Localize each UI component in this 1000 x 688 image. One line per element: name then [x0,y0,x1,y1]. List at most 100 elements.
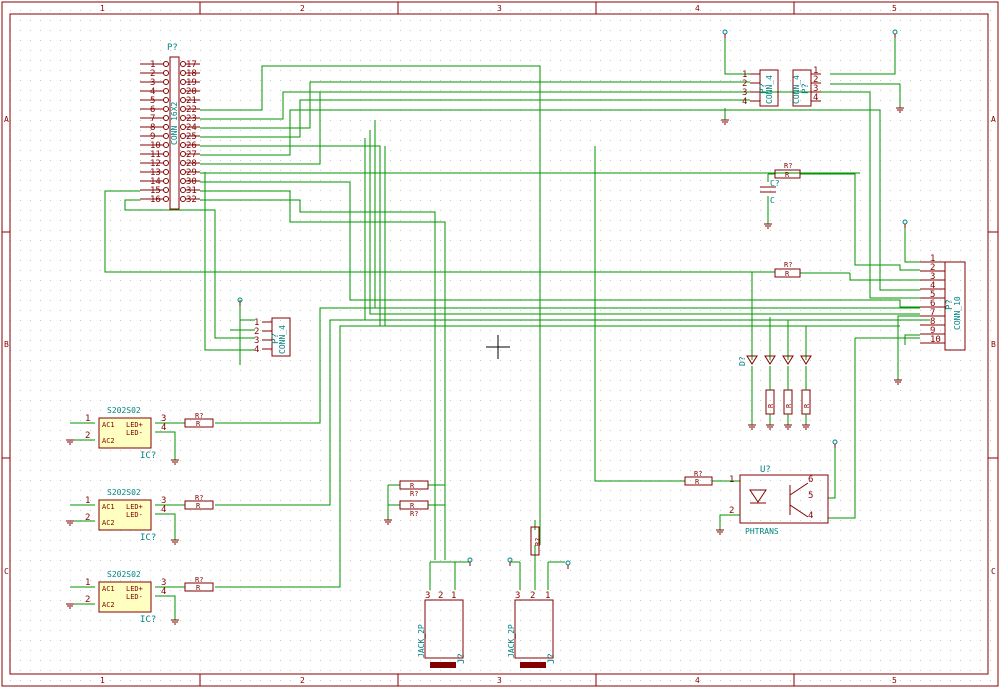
resistor-jack-vert[interactable]: R? [530,526,542,556]
ssr-ref: IC? [140,533,156,543]
led-resistor-wires [751,366,807,425]
pin-number: 1 [930,254,935,264]
ground-icon [721,119,729,125]
ground-icon [764,223,772,229]
jack-1[interactable]: 3 2 1 JACK_2P J? [417,591,467,668]
ssr-pin-ledm: LED- [126,429,143,437]
col-label: 4 [695,676,700,685]
resistor-ref: R? [195,576,203,584]
pin-number: 4 [813,93,818,103]
opto-value: PHTRANS [745,527,779,536]
pin-number: 4 [161,587,166,597]
col-label: 1 [100,4,105,13]
pin-number: 2 [150,69,155,79]
capacitor-value: C [770,196,775,205]
resistor-value: R [803,403,811,408]
led-array[interactable]: D? [738,355,812,366]
pin-number: 1 [813,66,818,76]
jack-2[interactable]: 3 2 1 JACK_2P J? [507,591,557,668]
conn4-b-ref: P? [801,83,811,94]
resistor-jack-1[interactable]: R R? [399,480,429,498]
resistor-value: R [785,270,790,278]
pin-number: 25 [186,132,197,142]
ground-icon [66,439,74,445]
resistor-top-right[interactable]: R? R [774,162,801,179]
ssr-part: S202S02 [107,570,141,579]
ssr-part: S202S02 [107,406,141,415]
col-label: 3 [497,676,502,685]
resistor-jack-2[interactable]: R R? [399,500,429,518]
resistor-value: R [196,584,201,592]
resistor-ref: R? [195,412,203,420]
row-label: B [4,340,9,349]
ground-icon [66,603,74,609]
pin-number: 2 [813,75,818,85]
col-label: 1 [100,676,105,685]
resistor-ssr-1[interactable]: R? R [184,412,214,428]
pin-number: 10 [930,335,941,345]
jack-pin: 2 [530,591,535,601]
pin-number: 3 [161,578,166,588]
resistor-value: R [785,403,793,408]
pin-number: 12 [150,159,161,169]
ground-icon [894,379,902,385]
pin-number: 4 [254,345,259,355]
ssr-pin-ledm: LED- [126,593,143,601]
pin-number: 1 [742,70,747,80]
conn10-value: CONN_10 [953,296,962,330]
jack-pin: 1 [451,591,456,601]
crosshair-cursor-icon [486,335,510,359]
pin-number: 2 [85,595,90,605]
resistor-mid-right[interactable]: R? R [774,261,801,278]
pin-number: 5 [150,96,155,106]
pin-number: 17 [186,60,197,70]
pin-number: 28 [186,159,197,169]
col-label: 5 [892,4,897,13]
conn10-ref: P? [945,299,955,310]
main-connector-value: CONN_16X2 [170,101,179,145]
resistor-ref: R? [784,162,792,170]
resistor-value: R [767,403,775,408]
conn4-c-ref: P? [271,333,281,344]
ssr-ref: IC? [140,615,156,625]
ground-icon [171,619,179,625]
ssr-pin-ac1: AC1 [102,503,115,511]
resistor-ssr-2[interactable]: R? R [184,494,214,510]
column-labels-bottom: 1 2 3 4 5 [100,676,897,685]
jack-ref: J? [547,653,557,664]
ssr-pin-ledp: LED+ [126,503,143,511]
optocoupler[interactable]: U? 1 2 4 5 6 PHTRANS [729,465,829,536]
pin-number: 1 [85,496,90,506]
jack-ref: J? [457,653,467,664]
jack-value: JACK_2P [507,624,516,658]
ssr-ref: IC? [140,451,156,461]
resistor-ssr-3[interactable]: R? R [184,576,214,592]
resistor-ref: R? [195,494,203,502]
capacitor[interactable]: C? C [760,179,780,205]
main-connector-ref: P? [167,43,178,53]
opto-pin: 5 [808,491,813,501]
resistor-opto[interactable]: R? R [684,470,713,486]
pin-number: 2 [742,79,747,89]
pin-number: 3 [150,78,155,88]
pin-number: 1 [85,414,90,424]
resistor-ref: R? [784,261,792,269]
ssr-pin-ac1: AC1 [102,585,115,593]
col-label: 2 [300,4,305,13]
pin-number: 13 [150,168,161,178]
capacitor-ref: C? [770,179,780,188]
pin-number: 29 [186,168,197,178]
ground-icon [784,424,792,430]
ssr-pin-ledp: LED+ [126,585,143,593]
